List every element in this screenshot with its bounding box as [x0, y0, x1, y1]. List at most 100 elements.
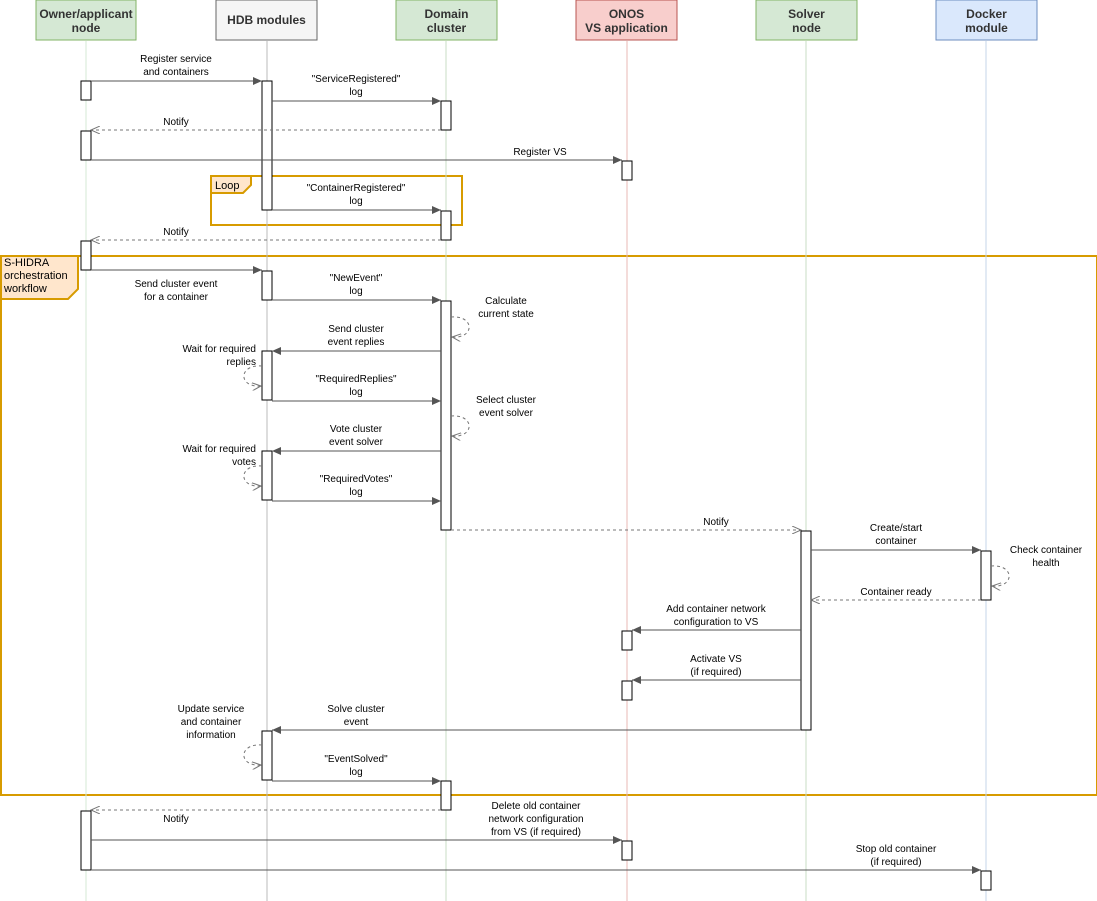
- wait-replies-label: replies: [227, 357, 256, 368]
- register-service-label: Register service: [140, 54, 212, 65]
- send-cluster-event-label: for a container: [144, 292, 209, 303]
- container-ready-label: Container ready: [860, 587, 931, 598]
- owner-activation-bar: [80, 130, 92, 161]
- wait-votes-label: votes: [232, 457, 256, 468]
- loop-frame-label: Loop: [215, 180, 239, 192]
- stop-container-message: Stop old container (if required): [91, 844, 981, 874]
- event-solved-log-label: "EventSolved": [324, 754, 388, 765]
- hdb-participant: HDB modules: [215, 0, 318, 41]
- create-container-label: Create/start: [870, 523, 922, 534]
- select-solver-label: event solver: [479, 408, 534, 419]
- hdb-activation-bar: [261, 450, 273, 501]
- new-event-log-label: log: [349, 286, 362, 297]
- select-solver-self-arrow: [451, 415, 470, 436]
- create-container-message: Create/start container: [811, 523, 981, 554]
- register-vs-label: Register VS: [513, 147, 567, 158]
- docker-participant-label: module: [965, 21, 1008, 35]
- required-replies-log-label: "RequiredReplies": [315, 374, 396, 385]
- required-replies-log-label: log: [349, 387, 362, 398]
- solve-event-label: event: [344, 717, 369, 728]
- docker-participant-label: Docker: [966, 7, 1007, 21]
- notify-2-message: Notify: [91, 227, 441, 240]
- notify-solver-message: Notify: [451, 517, 801, 530]
- hdb-participant-label: HDB modules: [227, 13, 306, 27]
- domain-activation-bar: [440, 100, 452, 131]
- new-event-log-label: "NewEvent": [330, 273, 383, 284]
- delete-network-config-label: network configuration: [488, 814, 583, 825]
- docker-activation-bar: [980, 550, 992, 601]
- owner-participant-label: Owner/applicant: [39, 7, 132, 21]
- container-registered-log-message: "ContainerRegistered"log: [272, 183, 441, 214]
- loop-frame: Loop: [210, 175, 463, 226]
- update-service-label: Update service: [178, 704, 245, 715]
- delete-network-config-label: from VS (if required): [491, 827, 581, 838]
- owner-activation-bar: [80, 810, 92, 871]
- domain-participant-label: cluster: [427, 21, 467, 35]
- notify-2-label: Notify: [163, 227, 189, 238]
- solver-participant-label: node: [792, 21, 821, 35]
- wait-replies-label: Wait for required: [182, 344, 256, 355]
- check-health-self-arrow: [991, 565, 1010, 586]
- service-registered-log-label: "ServiceRegistered": [312, 74, 401, 85]
- domain-activation-bar: [440, 300, 452, 531]
- send-cluster-event-label: Send cluster event: [135, 279, 218, 290]
- register-service-message: Register service and containers: [91, 54, 262, 85]
- solve-event-label: Solve cluster: [327, 704, 385, 715]
- stop-container-label: Stop old container: [856, 844, 937, 855]
- create-container-label: container: [875, 536, 917, 547]
- onos-participant-label: ONOS: [609, 7, 644, 21]
- owner-activation-bar: [80, 80, 92, 101]
- domain-participant-label: Domain: [424, 7, 468, 21]
- delete-network-config-message: Delete old container network configuratio…: [91, 801, 622, 844]
- onos-activation-bar: [621, 630, 633, 651]
- service-registered-log-message: "ServiceRegistered" log: [272, 74, 441, 105]
- notify-1-label: Notify: [163, 117, 189, 128]
- container-ready-message: Container ready: [811, 587, 981, 600]
- container-registered-log-label: "ContainerRegistered": [307, 183, 406, 194]
- hdb-activation-bar: [261, 80, 273, 211]
- docker-activation-bar: [980, 870, 992, 891]
- delete-network-config-label: Delete old container: [492, 801, 582, 812]
- workflow-frame-label: workflow: [3, 283, 47, 295]
- domain-activation-bar: [440, 210, 452, 241]
- onos-activation-bar: [621, 160, 633, 181]
- solver-activation-bar: [800, 530, 812, 731]
- solve-event-message: Solve cluster event: [272, 704, 801, 734]
- send-cluster-replies-label: Send cluster: [328, 324, 384, 335]
- wait-votes-label: Wait for required: [182, 444, 256, 455]
- owner-activation-bar: [80, 240, 92, 271]
- workflow-frame-label: S-HIDRA: [4, 257, 50, 269]
- notify-1-message: Notify: [91, 117, 441, 130]
- add-network-config-label: configuration to VS: [674, 617, 759, 628]
- add-network-config-message: Add container network configuration to VS: [632, 604, 801, 634]
- required-replies-log-message: "RequiredReplies" log: [272, 374, 441, 405]
- update-service-self-arrow: [243, 744, 262, 765]
- onos-participant-label: VS application: [585, 21, 668, 35]
- register-service-label: and containers: [143, 67, 209, 78]
- hdb-activation-bar: [261, 270, 273, 301]
- register-vs-message: Register VS: [91, 147, 622, 164]
- notify-3-message: Notify: [91, 810, 441, 825]
- wait-votes-self-arrow: [243, 465, 262, 486]
- vote-solver-label: Vote cluster: [330, 424, 383, 435]
- check-health-label: Check container: [1010, 545, 1083, 556]
- onos-activation-bar: [621, 680, 633, 701]
- activate-vs-label: (if required): [690, 667, 741, 678]
- add-network-config-label: Add container network: [666, 604, 767, 615]
- service-registered-log-label: log: [349, 87, 362, 98]
- wait-replies-self-arrow: [243, 365, 262, 386]
- event-solved-log-label: log: [349, 767, 362, 778]
- hdb-activation-bar: [261, 350, 273, 401]
- stop-container-label: (if required): [870, 857, 921, 868]
- notify-solver-label: Notify: [703, 517, 729, 528]
- wait-votes-message: Wait for required votes: [182, 444, 262, 486]
